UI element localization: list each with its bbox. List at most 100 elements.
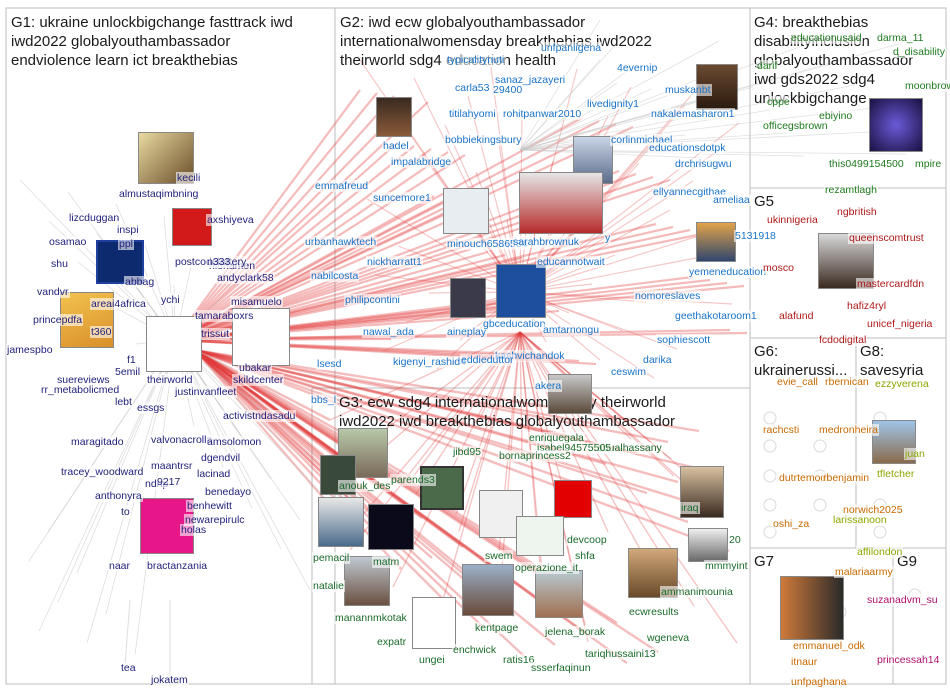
node-label-g3: tariqhussaini13 xyxy=(584,648,657,660)
node-label-g1: tea xyxy=(120,662,137,674)
node-label-g1: skildcenter xyxy=(232,374,285,386)
group-panel-g9 xyxy=(892,547,947,685)
node-label-g2: unfpaniigena xyxy=(540,42,603,54)
node-label-g1: lebt xyxy=(114,396,133,408)
edge xyxy=(174,98,412,341)
node-label-g4: this0499154500 xyxy=(828,158,905,170)
node-label-g5: alafund xyxy=(778,310,815,322)
node-label-g3: operazione_it xyxy=(514,562,580,574)
node-label-g2: bobbiekingsbury xyxy=(444,134,523,146)
node-label-g2: 5131918 xyxy=(734,230,777,242)
edge xyxy=(374,274,521,293)
node-label-g2: kigenyi_rashid4 xyxy=(392,356,467,368)
node-label-g2: muskanbt xyxy=(664,84,712,96)
node-label-g1: princepdfa xyxy=(32,314,84,326)
node-label-g2: bbs_l xyxy=(310,394,338,406)
node-label-g2: emmafreud xyxy=(314,180,370,192)
node-label-g9: princessah14 xyxy=(876,654,941,666)
node-label-g8: larissanoon xyxy=(832,514,888,526)
edge xyxy=(38,339,176,632)
node-label-g6: dutrtemodi xyxy=(778,472,830,484)
node-label-g3: shfa xyxy=(574,550,596,562)
node-label-g1: inspi xyxy=(116,224,140,236)
edge xyxy=(174,92,378,341)
node-label-g1: ubakar xyxy=(238,362,273,374)
node-label-g6: medronheira xyxy=(818,424,879,436)
node-label-g2: ameliaa xyxy=(712,194,751,206)
edge xyxy=(174,339,311,591)
edge xyxy=(490,66,521,293)
node-label-g1: amsolomon xyxy=(206,436,263,448)
node-label-g4: officegsbrown xyxy=(762,120,829,132)
node-label-g1: almustaqimbning xyxy=(118,188,200,200)
node-label-g2: nickharratt1 xyxy=(366,256,423,268)
node-label-g3: pemacil xyxy=(312,552,351,564)
node-label-g2: 4evernip xyxy=(616,62,659,74)
node-label-g9: suzanadvm_su xyxy=(866,594,939,606)
node-label-g2: nomoreslaves xyxy=(634,290,702,302)
node-label-g2: nakalemasharon1 xyxy=(650,108,736,120)
node-label-g1: shu xyxy=(50,258,69,270)
avatar-g3-right2 xyxy=(688,528,728,562)
edge xyxy=(329,331,521,421)
node-label-g8: juan xyxy=(904,448,926,460)
node-label-g2: ceswim xyxy=(610,366,648,378)
node-label-g4: mpire xyxy=(914,158,943,170)
node-label-g3: ungei xyxy=(418,654,446,666)
node-label-g3: matm xyxy=(372,556,401,568)
node-label-g2: impalabridge xyxy=(390,156,453,168)
node-label-g1: misamuelo xyxy=(230,296,283,308)
node-label-g1: trissut xyxy=(200,328,231,340)
node-label-g1: vandvr xyxy=(36,286,70,298)
edge xyxy=(519,331,546,606)
node-label-g1: maragitado xyxy=(70,436,125,448)
node-label-g2: nawal_ada xyxy=(362,326,415,338)
node-label-g2: ellyannecgithae xyxy=(652,186,727,198)
node-label-g4: moonbrown xyxy=(904,80,950,92)
edge xyxy=(519,291,678,350)
edge xyxy=(194,349,587,635)
node-label-g2: carla53 xyxy=(454,82,491,94)
edge xyxy=(194,349,341,461)
node-label-g2: aineplay xyxy=(446,326,488,338)
node-label-g2: yemeneducation xyxy=(688,266,768,278)
node-label-g1: tamaraboxrs xyxy=(194,310,255,322)
node-label-g3: kentpage xyxy=(474,622,520,634)
avatar-g4-person xyxy=(869,98,923,152)
node-label-g1: abbag xyxy=(124,276,156,288)
node-label-g1: newarepirulc xyxy=(184,514,246,526)
edge xyxy=(519,256,702,293)
node-label-g6: norwich2025 xyxy=(842,504,904,516)
node-label-g2: livedignity1 xyxy=(586,98,640,110)
edge xyxy=(194,348,679,484)
node-label-g3: manannmkotak xyxy=(334,612,408,624)
node-label-g2: sarahbrownuk xyxy=(512,236,580,248)
node-label-g7: emmanuel_odk xyxy=(792,640,866,652)
node-label-g4: darma_11 xyxy=(876,32,925,44)
edge xyxy=(174,95,395,341)
edge xyxy=(392,331,521,588)
node-label-g1: naar xyxy=(108,560,132,572)
edge xyxy=(519,291,733,305)
node-label-g2: sanaz_jazayeri xyxy=(494,74,567,86)
node-label-g1: lizcduggan xyxy=(68,212,121,224)
avatar-ungei xyxy=(412,597,456,649)
node-label-g6: rachcsti xyxy=(762,424,801,436)
node-label-g7: itnaur xyxy=(790,656,819,668)
node-label-g2: eddieduttor xyxy=(460,354,515,366)
node-label-g1: activistndasadu xyxy=(222,410,297,422)
avatar-minouch xyxy=(443,188,489,234)
edge xyxy=(467,95,521,293)
node-label-g6: oshi_za xyxy=(772,518,811,530)
avatar-kentpage xyxy=(462,564,514,616)
node-label-g2: geethakotaroom1 xyxy=(674,310,758,322)
avatar-g2-city xyxy=(696,222,736,262)
edge xyxy=(519,151,717,293)
node-label-g3: natalie xyxy=(312,580,345,592)
node-label-g7: unfpaghana xyxy=(790,676,848,688)
node-label-g3: expatr xyxy=(376,636,408,648)
node-label-g2: typicalitynuti xyxy=(446,54,506,66)
node-label-g2: educationsdotpk xyxy=(648,142,727,154)
edge xyxy=(134,339,176,656)
avatar-jelena xyxy=(535,570,583,618)
